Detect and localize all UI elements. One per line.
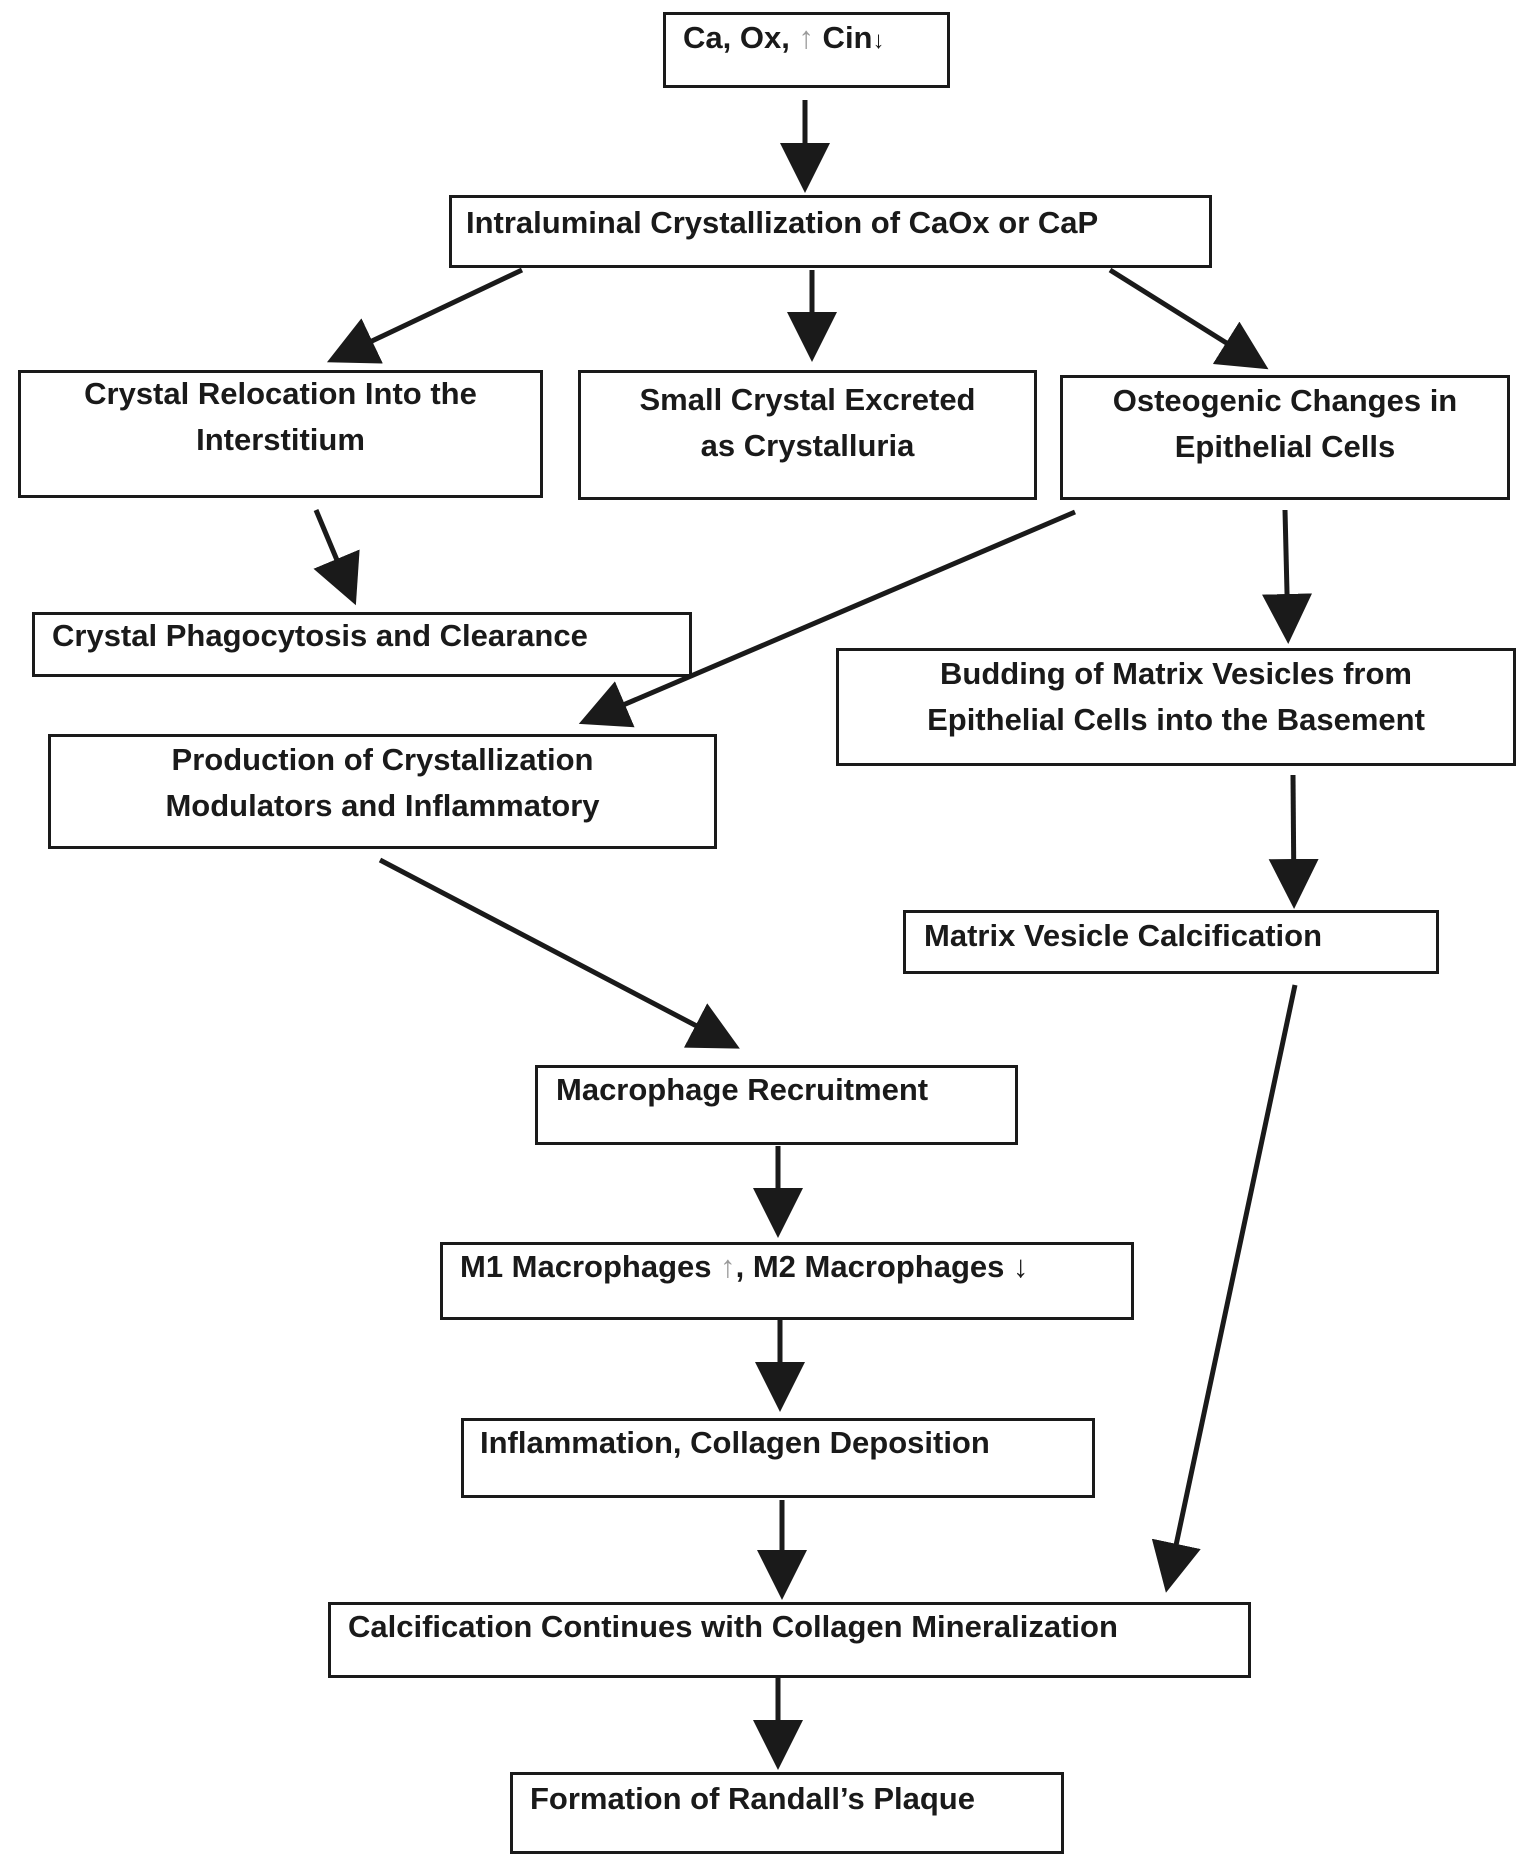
node-intraluminal-box xyxy=(449,195,1212,268)
m2-text: , M2 Macrophages xyxy=(735,1249,1013,1284)
node-crystalluria-box xyxy=(578,370,1037,500)
node-inflammation-label: Inflammation, Collagen Deposition xyxy=(480,1425,990,1460)
node-m1m2-box xyxy=(440,1242,1134,1320)
arrow-vesicle-calc-to-calcification xyxy=(1151,984,1298,1593)
modulators-line-2: Modulators and Inflammatory xyxy=(165,788,600,823)
node-budding-box xyxy=(836,648,1516,766)
node-inputs-label: Ca, Ox, ↑ Cin↓ xyxy=(683,15,885,64)
m2-down-arrow-icon: ↓ xyxy=(1012,1249,1029,1284)
crystalluria-line-1: Small Crystal Excreted xyxy=(639,382,976,417)
budding-line-1: Budding of Matrix Vesicles from xyxy=(940,656,1412,691)
node-macrophage-recruitment-label: Macrophage Recruitment xyxy=(556,1072,929,1107)
node-vesicle-calc-label: Matrix Vesicle Calcification xyxy=(924,918,1323,953)
node-phagocytosis-box xyxy=(32,612,692,677)
inputs-text-cin: Cin xyxy=(813,20,873,55)
down-arrow-icon: ↓ xyxy=(872,27,885,54)
relocation-line-2: Interstitium xyxy=(196,422,365,457)
arrow-osteogenic-to-modulators xyxy=(578,509,1076,728)
node-macrophage-recruitment-box xyxy=(535,1065,1018,1145)
node-relocation-label: Crystal Relocation Into the Interstitium xyxy=(18,371,543,463)
up-arrow-icon: ↑ xyxy=(798,20,814,55)
node-calcification-label: Calcification Continues with Collagen Mi… xyxy=(348,1609,1118,1644)
node-osteogenic-box xyxy=(1060,375,1510,500)
osteogenic-line-2: Epithelial Cells xyxy=(1174,429,1396,464)
arrow-intraluminal-to-relocation xyxy=(326,267,524,364)
node-vesicle-calc-box xyxy=(903,910,1439,974)
m1-up-arrow-icon: ↑ xyxy=(720,1249,736,1284)
node-inflammation-box xyxy=(461,1418,1095,1498)
node-randall-box xyxy=(510,1772,1064,1854)
relocation-line-1: Crystal Relocation Into the xyxy=(84,376,477,411)
arrow-budding-to-vesicle-calc xyxy=(1268,774,1319,909)
node-crystalluria-label: Small Crystal Excreted as Crystalluria xyxy=(578,377,1037,469)
modulators-line-1: Production of Crystallization xyxy=(171,742,594,777)
node-relocation-box xyxy=(18,370,543,498)
node-m1m2-label: M1 Macrophages ↑, M2 Macrophages ↓ xyxy=(460,1244,1028,1290)
arrow-intraluminal-to-osteogenic xyxy=(1108,267,1269,370)
node-modulators-label: Production of Crystallization Modulators… xyxy=(48,737,717,829)
m1-text: M1 Macrophages xyxy=(460,1249,721,1284)
osteogenic-line-1: Osteogenic Changes in xyxy=(1112,383,1458,418)
node-modulators-box xyxy=(48,734,717,849)
node-budding-label: Budding of Matrix Vesicles from Epitheli… xyxy=(836,651,1516,743)
inputs-text: Ca, Ox, xyxy=(683,20,799,55)
node-randall-label: Formation of Randall’s Plaque xyxy=(530,1781,975,1816)
arrow-osteogenic-to-budding xyxy=(1262,509,1313,644)
node-intraluminal-label: Intraluminal Crystallization of CaOx or … xyxy=(466,205,1099,240)
budding-line-2: Epithelial Cells into the Basement xyxy=(927,702,1425,737)
node-inputs-box xyxy=(663,12,950,88)
crystalluria-line-2: as Crystalluria xyxy=(700,428,915,463)
node-phagocytosis-label: Crystal Phagocytosis and Clearance xyxy=(52,618,588,653)
node-calcification-box xyxy=(328,1602,1251,1678)
arrow-relocation-to-phagocytosis xyxy=(313,509,360,606)
node-osteogenic-label: Osteogenic Changes in Epithelial Cells xyxy=(1060,378,1510,470)
arrow-modulators-to-recruitment xyxy=(378,857,740,1049)
